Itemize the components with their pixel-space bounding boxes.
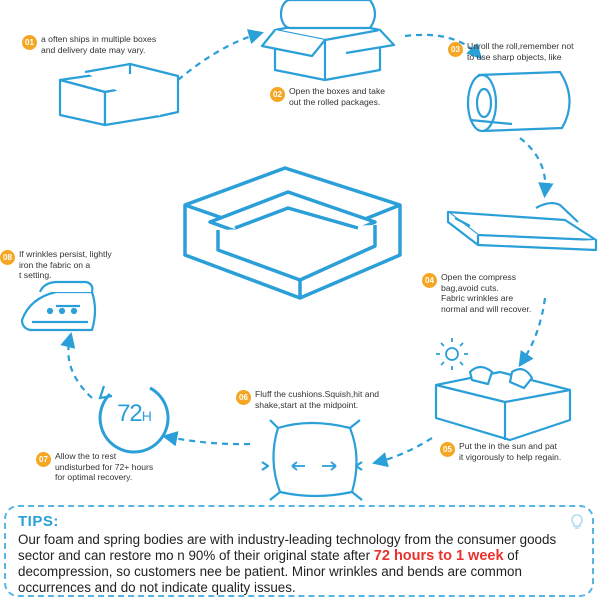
arrow-07-08 [60, 332, 93, 399]
step-number-badge: 01 [22, 35, 37, 50]
arrow-03-04 [519, 137, 554, 199]
step-number-badge: 03 [448, 42, 463, 57]
step-number-badge: 07 [36, 452, 51, 467]
arrow-06-07 [161, 431, 251, 447]
step-06: 06 Fluff the cushions.Squish,hit and sha… [236, 389, 396, 410]
step-number-badge: 04 [422, 273, 437, 288]
tips-text-part2: of decompression, so customers nee be pa… [18, 548, 522, 595]
sofa-pat-icon [434, 365, 572, 442]
timer-unit: H [141, 408, 152, 424]
timer-value: 72 [117, 400, 143, 427]
arrow-04-05 [518, 297, 547, 368]
step-text: Open the compress bag,avoid cuts. Fabric… [441, 272, 532, 314]
pillow-icon [261, 419, 363, 501]
arrow-05-06 [372, 437, 433, 468]
step-text: a often ships in multiple boxes and deli… [41, 34, 157, 55]
tips-title: TIPS: [18, 513, 59, 530]
step-03: 03 Unroll the roll,remember not to use s… [448, 41, 598, 62]
step-07: 07 Allow the to rest undisturbed for 72+… [36, 451, 181, 483]
flow-arrows [60, 29, 554, 468]
boxes-icon [58, 62, 180, 127]
step-text: Allow the to rest undisturbed for 72+ ho… [55, 451, 154, 483]
step-number-badge: 02 [270, 87, 285, 102]
step-08: 08 If wrinkles persist, lightly iron the… [0, 249, 125, 281]
step-number-badge: 05 [440, 442, 455, 457]
rolled-package-icon [260, 0, 396, 82]
tips-box: TIPS: Our foam and spring bodies are wit… [4, 505, 594, 597]
step-text: Unroll the roll,remember not to use shar… [467, 41, 574, 62]
arrow-02-03 [404, 33, 483, 60]
step-05: 05 Put the in the sun and pat it vigorou… [440, 441, 595, 462]
step-text: If wrinkles persist, lightly iron the fa… [19, 249, 112, 281]
iron-icon [20, 280, 97, 332]
compress-bag-icon [446, 201, 598, 252]
step-number-badge: 08 [0, 250, 15, 265]
sofa-icon [183, 166, 402, 300]
step-04: 04 Open the compress bag,avoid cuts. Fab… [422, 272, 552, 314]
sun-icon [436, 338, 468, 370]
step-text: Put the in the sun and pat it vigorously… [459, 441, 562, 462]
step-text: Fluff the cushions.Squish,hit and shake,… [255, 389, 380, 410]
timer-icon [98, 385, 170, 454]
tips-body: Our foam and spring bodies are with indu… [18, 532, 580, 596]
timer-label: 72H [108, 400, 160, 428]
roll-icon [466, 70, 571, 133]
tips-text-part1: Our foam and spring bodies are with indu… [18, 532, 557, 563]
lightbulb-icon [571, 514, 583, 529]
step-02: 02 Open the boxes and take out the rolle… [270, 86, 420, 107]
step-text: Open the boxes and take out the rolled p… [289, 86, 386, 107]
step-number-badge: 06 [236, 390, 251, 405]
step-01: 01 a often ships in multiple boxes and d… [22, 34, 197, 55]
tips-highlight: 72 hours to 1 week [373, 548, 504, 564]
